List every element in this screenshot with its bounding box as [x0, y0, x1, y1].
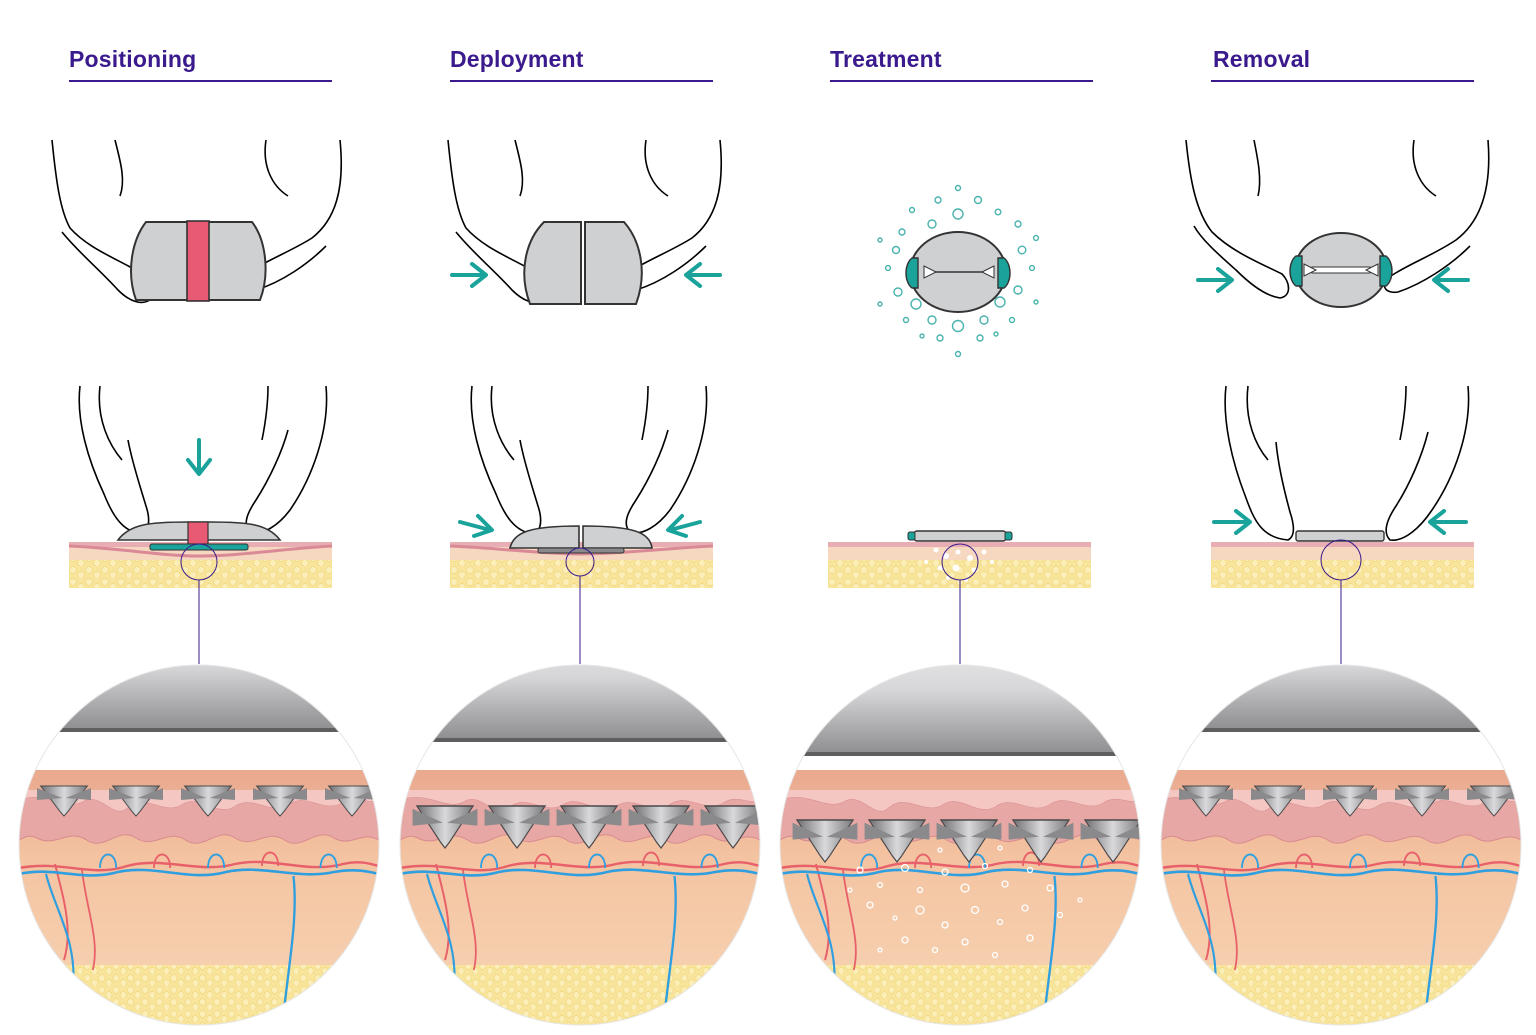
bubbles-icon — [847, 845, 1083, 959]
step-title-positioning: Positioning — [69, 46, 197, 72]
hands-icon — [470, 385, 708, 535]
zoom-circle-positioning — [19, 665, 379, 1025]
zoom-circle-deployment — [400, 665, 760, 1025]
step-title-removal: Removal — [1213, 46, 1311, 72]
microneedle-patch-icon — [905, 231, 1011, 313]
title-underline — [69, 80, 332, 82]
arrow-icon — [1196, 267, 1470, 293]
arrow-icon — [450, 262, 722, 288]
magnifier-circle-icon — [779, 664, 1141, 1026]
bubbles-icon — [877, 184, 1040, 358]
magnifier-circle-icon — [1160, 664, 1522, 1026]
hands-icon — [78, 385, 328, 535]
microneedle-patch-icon — [1289, 232, 1393, 308]
zoom-circle-treatment — [780, 665, 1140, 1025]
hands-icon — [1185, 139, 1490, 299]
hands-icon — [1224, 385, 1470, 541]
skin-layer-icon — [68, 542, 333, 588]
step-title-treatment: Treatment — [830, 46, 942, 72]
microneedle-patch-icon — [116, 521, 282, 551]
title-underline — [450, 80, 713, 82]
microneedle-patch-icon — [130, 220, 267, 302]
microneedle-patch-icon — [523, 221, 643, 305]
arrow-icon — [458, 514, 702, 538]
microneedle-patch-icon — [907, 530, 1013, 542]
magnifier-circle-icon — [18, 664, 380, 1026]
magnifier-circle-icon — [399, 664, 761, 1026]
microneedle-patch-icon — [508, 525, 653, 554]
microneedle-patch-icon — [1295, 530, 1385, 542]
title-underline — [830, 80, 1093, 82]
title-underline — [1211, 80, 1474, 82]
zoom-circle-removal — [1161, 665, 1521, 1025]
arrow-icon — [1212, 509, 1468, 535]
arrow-icon — [186, 438, 212, 476]
skin-layer-icon — [449, 542, 714, 588]
step-title-deployment: Deployment — [450, 46, 584, 72]
skin-layer-icon — [1211, 542, 1474, 588]
bubbles-icon — [924, 547, 994, 582]
